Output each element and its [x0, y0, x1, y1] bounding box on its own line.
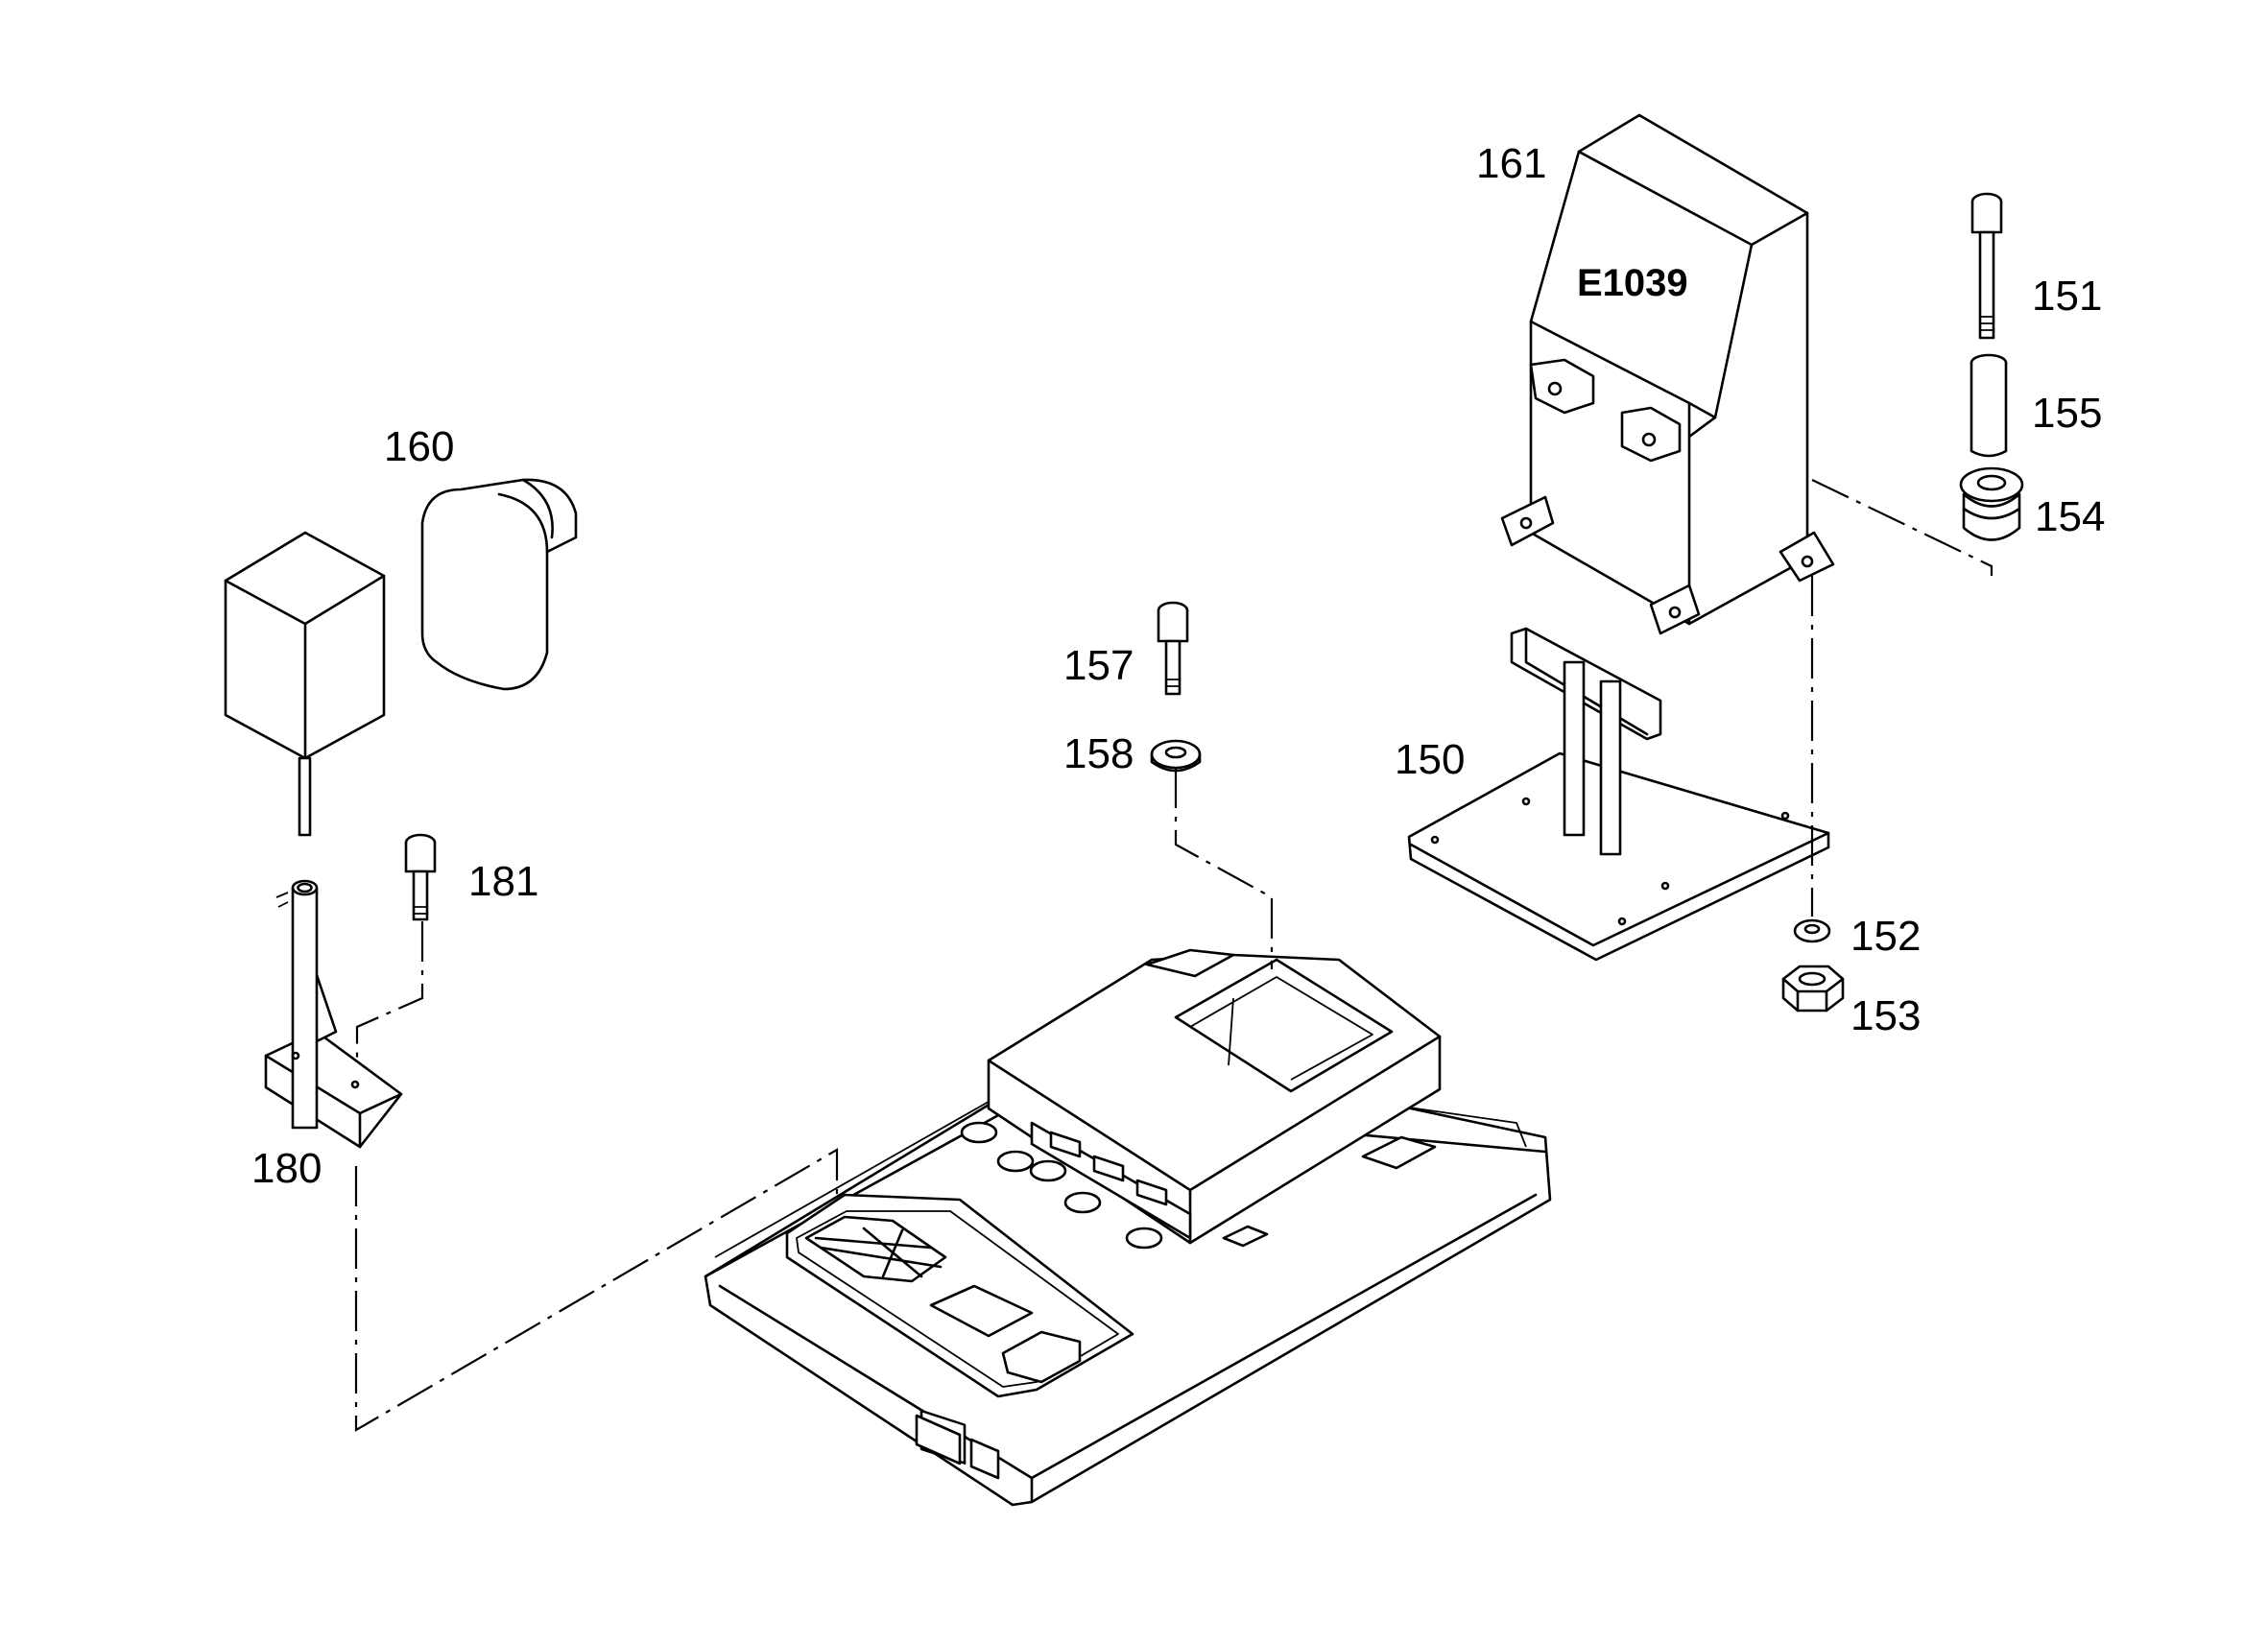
- part-181-screw: [404, 833, 437, 921]
- label-158: 158: [1063, 730, 1134, 777]
- machine-base: [704, 1082, 1552, 1507]
- part-153-nut: [1781, 965, 1845, 1013]
- part-150-plate: [1407, 627, 1830, 962]
- label-151: 151: [2032, 273, 2102, 320]
- part-labels: 150 151 152 153 154 155 157 158 160 161 …: [251, 140, 2105, 1192]
- part-154-bushing: [1959, 466, 2024, 541]
- label-161: 161: [1476, 140, 1546, 187]
- part-158-washer: [1150, 739, 1202, 773]
- part-160-cover: [420, 478, 578, 691]
- part-161-cover: E1039: [1500, 113, 1835, 635]
- part-155-sleeve: [1970, 353, 2008, 458]
- label-154: 154: [2035, 493, 2105, 540]
- label-180: 180: [251, 1145, 322, 1192]
- label-160: 160: [384, 423, 454, 470]
- label-181: 181: [468, 858, 538, 905]
- cover-marking: E1039: [1577, 262, 1688, 304]
- label-152: 152: [1850, 913, 1921, 960]
- assembly-lines: [354, 479, 1993, 1432]
- part-151-bolt: [1970, 192, 2003, 340]
- label-157: 157: [1063, 642, 1134, 689]
- label-155: 155: [2032, 390, 2102, 437]
- label-153: 153: [1850, 992, 1921, 1039]
- label-150: 150: [1395, 736, 1465, 783]
- part-152-washer: [1793, 918, 1831, 943]
- centre-housing: [987, 948, 1442, 1245]
- part-157-screw: [1157, 601, 1189, 696]
- part-180-bracket: [264, 879, 403, 1149]
- part-160-block: [224, 531, 386, 837]
